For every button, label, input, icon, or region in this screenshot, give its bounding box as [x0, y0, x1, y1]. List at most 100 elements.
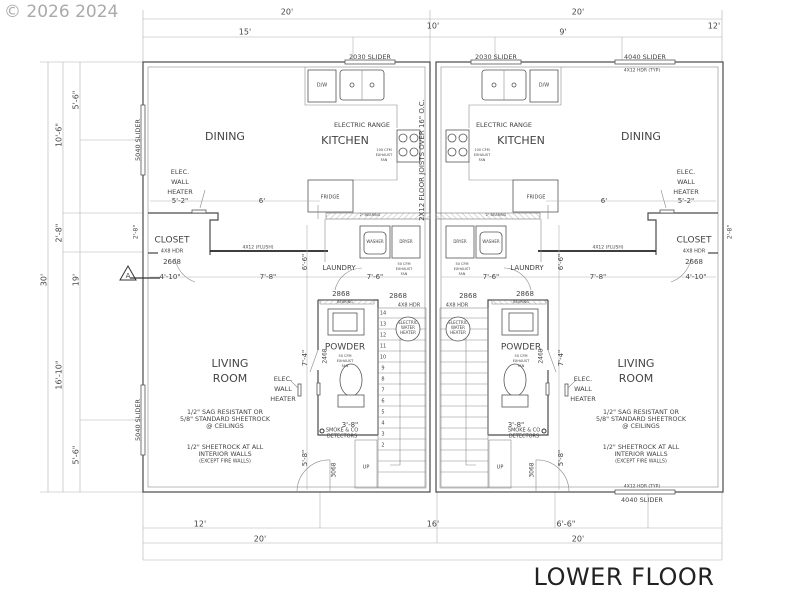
left-construction-note: 1/2" SAG RESISTANT OR	[187, 409, 264, 416]
right-kitchen-exhaust-fan: 100 CFM	[474, 148, 489, 152]
right-header-4x12: 4X12 HDR (TYP)	[624, 68, 660, 74]
dimension-lines	[40, 10, 723, 561]
right-header-4x12: 4X12 HDR (TYP)	[624, 484, 660, 490]
right-laundry-exhaust-fan: 50 CFM	[455, 262, 468, 266]
right-electric-range: ELECTRIC RANGE	[476, 121, 532, 129]
left-living-wall-heater: ELEC.	[274, 375, 292, 383]
drawing-title: LOWER FLOOR	[534, 563, 715, 591]
right-bearing-note: BEARING	[513, 300, 529, 304]
right-door-stair: 2868	[459, 292, 477, 300]
left-dim: 3'-8"	[342, 421, 359, 429]
left-door-laundry: 2868	[332, 290, 350, 298]
left-dim: 6'-6"	[301, 254, 309, 271]
left-dining-wall-heater: ELEC.	[171, 168, 189, 176]
left-dim: 2'-8"	[133, 225, 140, 239]
left-living-wall-heater: WALL	[274, 385, 292, 393]
left-dim: 7'-6"	[367, 273, 384, 281]
dim-bottom-segment: 16'	[427, 520, 439, 529]
left-stair-step-number: 8	[381, 377, 384, 383]
right-room-dining: DINING	[621, 130, 661, 143]
left-dim: 5'-2"	[172, 197, 189, 205]
right-dining-wall-heater: WALL	[677, 178, 695, 186]
copyright-watermark: © 2026 2024	[4, 2, 118, 22]
right-room-powder: POWDER	[501, 343, 541, 353]
left-stair-step-number: 2	[381, 443, 384, 449]
right-room-laundry: LAUNDRY	[510, 264, 544, 272]
left-stair-step-number: 14	[380, 311, 386, 317]
left-laundry-exhaust-fan: EXHAUST	[396, 267, 413, 271]
left-stair-step-number: 12	[380, 333, 386, 339]
right-dining-wall-heater: HEATER	[673, 188, 699, 196]
left-stair-step-number: 6	[381, 399, 384, 405]
right-living-wall-heater: ELEC.	[574, 375, 592, 383]
left-construction-note: @ CEILINGS	[206, 422, 243, 430]
left-smoke-co-detector: SMOKE & CO	[326, 428, 358, 434]
left-kitchen-exhaust-fan: FAN	[381, 158, 388, 162]
right-door-entry: 3068	[529, 462, 536, 477]
right-laundry-exhaust-fan: FAN	[459, 272, 466, 276]
dim-left-segment: 16'-10"	[55, 360, 64, 389]
right-kitchen-exhaust-fan: EXHAUST	[474, 153, 491, 157]
dim-left-segment: 5'-6"	[72, 91, 81, 110]
window-5040-slider-lower	[140, 384, 146, 456]
dim-left-segment: 5'-6"	[72, 446, 81, 465]
left-room-living: LIVING	[212, 357, 249, 370]
right-smoke-co-detector: SMOKE & CO	[508, 428, 540, 434]
left-bearing-note: BEARING	[337, 300, 353, 304]
right-powder-exhaust-fan: FAN	[518, 364, 525, 368]
right-dim: 7'-4"	[557, 350, 565, 367]
right-smoke-co-detector: DETECTORS	[509, 434, 539, 440]
right-dishwasher: D/W	[539, 83, 550, 89]
window-4040-slider-top	[614, 59, 676, 65]
left-stair-up-label: UP	[363, 465, 370, 471]
right-living-wall-heater: WALL	[574, 385, 592, 393]
right-water-heater: HEATER	[450, 330, 466, 335]
right-construction-note: @ CEILINGS	[622, 422, 659, 430]
right-construction-note: 5/8" STANDARD SHEETROCK	[596, 416, 687, 423]
right-room-closet: CLOSET	[677, 236, 712, 246]
dim-bottom-overall: 20'	[572, 535, 584, 544]
left-dim: 4'-10"	[159, 273, 180, 281]
dim-top-segment: 9'	[559, 28, 566, 37]
right-fridge: FRIDGE	[527, 195, 546, 201]
right-window-4040-slider: 4040 SLIDER	[624, 53, 666, 61]
dim-top-segment: 10'	[427, 22, 439, 31]
right-construction-note: INTERIOR WALLS	[614, 451, 667, 458]
left-construction-note: 1/2" SHEETROCK AT ALL	[187, 444, 264, 451]
window-2030-slider-left	[344, 59, 396, 65]
right-stair-up-label: UP	[497, 465, 504, 471]
right-door-powder: 2468	[538, 348, 545, 363]
left-door-stair: 2868	[389, 292, 407, 300]
left-dryer: DRYER	[399, 239, 413, 244]
left-powder-exhaust-fan: FAN	[342, 364, 349, 368]
right-header-flush: 4X12 (FLUSH)	[592, 245, 623, 251]
left-stair-step-number: 7	[381, 388, 384, 394]
right-dim: 4'-10"	[685, 273, 706, 281]
left-dining-wall-heater: HEATER	[167, 188, 193, 196]
left-dining-wall-heater: WALL	[171, 178, 189, 186]
floor-joists-note: 2X12 FLOOR JOISTS OVER 16" O.C.	[418, 99, 426, 221]
right-bearing-note: 2" BEARING	[486, 213, 507, 217]
left-water-heater: HEATER	[400, 330, 416, 335]
left-stair-step-number: 10	[380, 355, 386, 361]
right-dim: 2'-8"	[727, 225, 734, 239]
right-room-kitchen: KITCHEN	[497, 134, 545, 147]
left-dishwasher: D/W	[317, 83, 328, 89]
left-header-flush: 4X12 (FLUSH)	[242, 245, 273, 251]
section-marker-icon	[119, 264, 137, 281]
right-living-wall-heater: HEATER	[570, 395, 596, 403]
dim-top-segment: 12'	[708, 22, 720, 31]
right-dryer: DRYER	[453, 239, 467, 244]
left-electric-range: ELECTRIC RANGE	[334, 121, 390, 129]
left-water-heater: WATER	[401, 325, 415, 330]
left-room-kitchen: KITCHEN	[321, 134, 369, 147]
left-dim: 7'-4"	[301, 350, 309, 367]
right-dim: 6'-6"	[557, 254, 565, 271]
left-fridge: FRIDGE	[321, 195, 340, 201]
window-5040-slider-upper	[140, 104, 146, 176]
right-dim: 3'-8"	[508, 421, 525, 429]
right-washer: WASHER	[482, 239, 500, 244]
left-powder-exhaust-fan: EXHAUST	[337, 359, 354, 363]
left-room-powder: POWDER	[325, 343, 365, 353]
left-room-laundry: LAUNDRY	[322, 264, 356, 272]
